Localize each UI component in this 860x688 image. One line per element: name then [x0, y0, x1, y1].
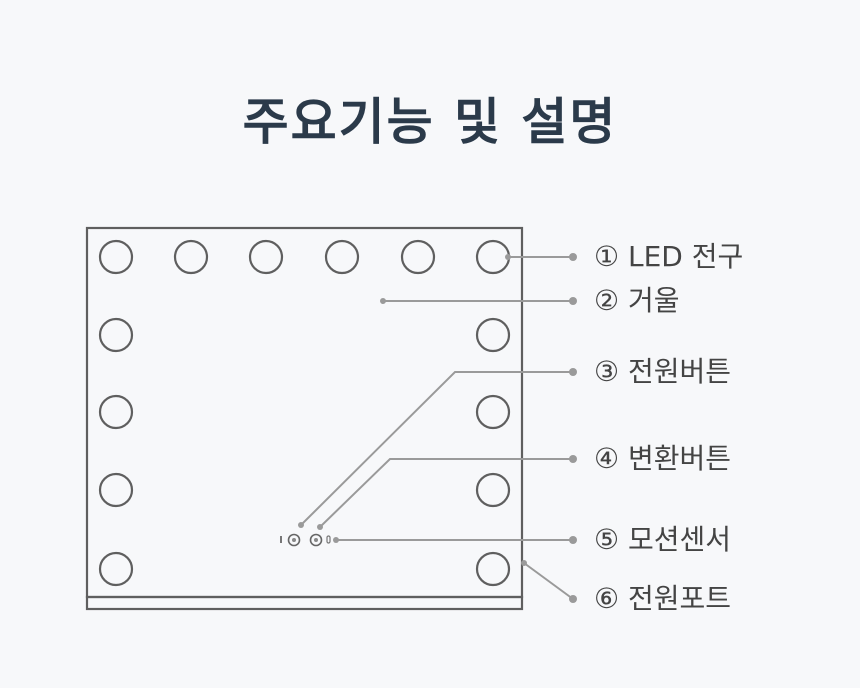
- bulb-top-5: [400, 239, 436, 275]
- led-bulbs: [98, 239, 511, 587]
- bulb-right-1: [475, 317, 511, 353]
- leader-lines: [300, 256, 574, 600]
- bulb-top-3: [248, 239, 284, 275]
- control-cluster: [280, 533, 331, 547]
- label-mirror: ② 거울: [594, 284, 680, 317]
- bulb-top-6: [475, 239, 511, 275]
- label-power-button: ③ 전원버튼: [594, 355, 732, 388]
- bulb-left-2: [98, 394, 134, 430]
- bulb-top-2: [173, 239, 209, 275]
- bulb-right-2: [475, 394, 511, 430]
- bulb-right-4: [475, 551, 511, 587]
- sensor-left-mark: [280, 536, 282, 543]
- label-mode-button: ④ 변환버튼: [594, 442, 732, 475]
- mirror-base: [85, 595, 524, 611]
- leader-power-button: [300, 371, 573, 526]
- leader-power-port: [523, 562, 574, 600]
- mode-button-icon: [309, 533, 323, 547]
- bulb-right-3: [475, 472, 511, 508]
- mirror-frame: [85, 226, 524, 599]
- motion-sensor-icon: [326, 535, 331, 544]
- bulb-top-4: [324, 239, 360, 275]
- leader-dots: [298, 253, 577, 603]
- label-motion-sensor: ⑤ 모션센서: [594, 523, 732, 556]
- bulb-left-1: [98, 317, 134, 353]
- power-button-icon: [287, 533, 301, 547]
- label-power-port: ⑥ 전원포트: [594, 582, 732, 615]
- leader-mode-button: [319, 458, 573, 528]
- bulb-top-1: [98, 239, 134, 275]
- label-led-bulb: ① LED 전구: [594, 240, 744, 273]
- page-title: 주요기능 및 설명: [242, 93, 618, 151]
- bulb-left-3: [98, 472, 134, 508]
- bulb-left-4: [98, 551, 134, 587]
